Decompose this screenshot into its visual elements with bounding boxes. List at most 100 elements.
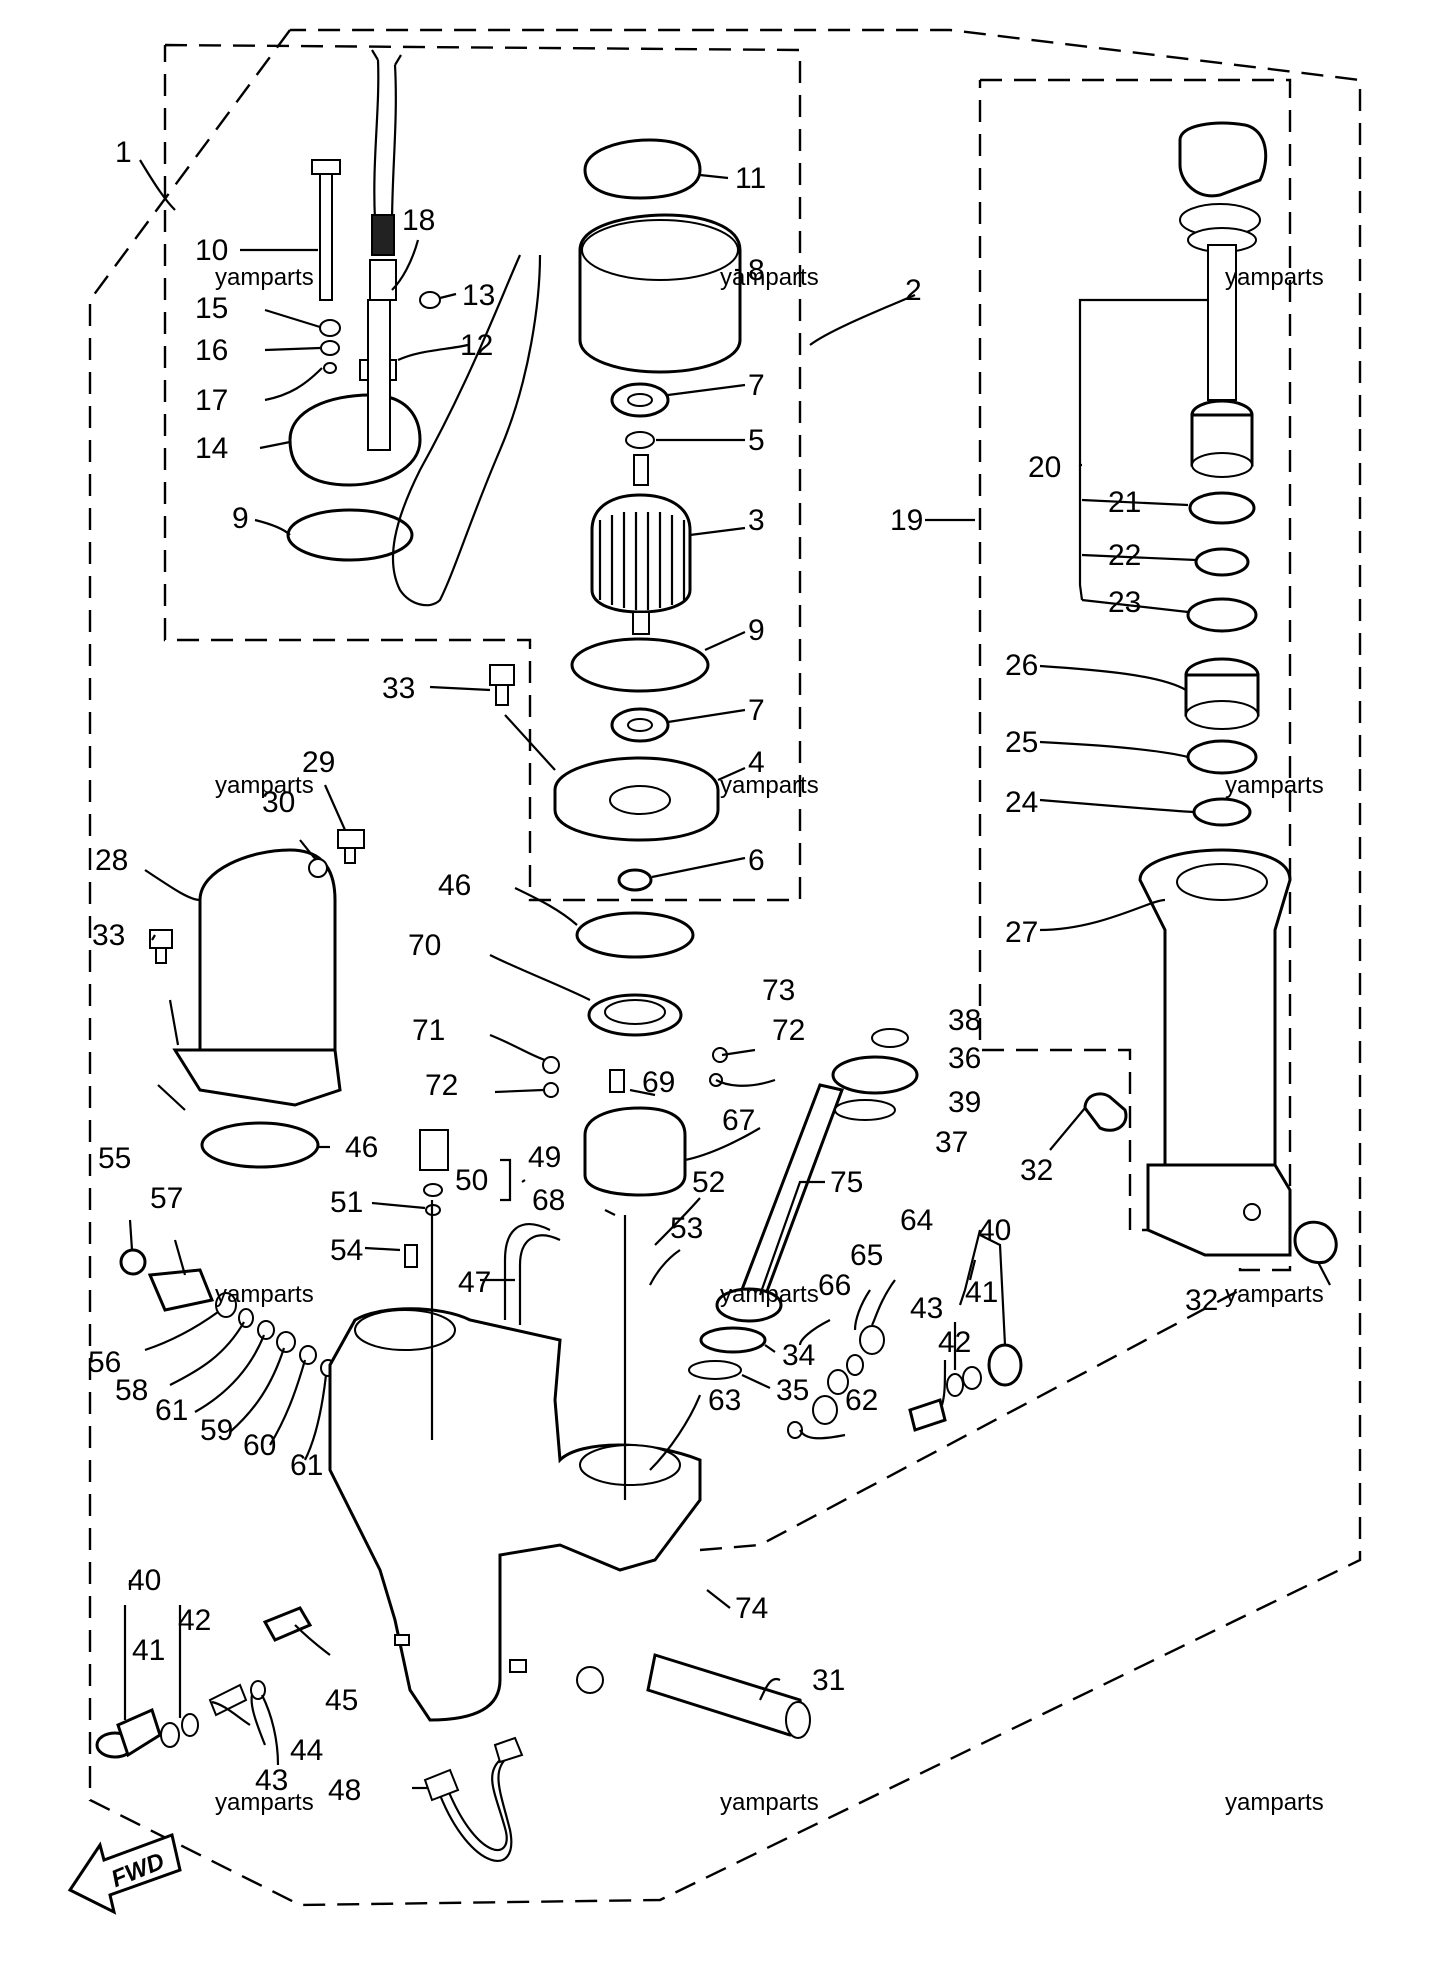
callout-39: 39	[948, 1086, 981, 1119]
callout-35: 35	[776, 1374, 809, 1407]
callout-47: 47	[458, 1266, 491, 1299]
watermark-bottom-center: yamparts	[720, 1789, 819, 1816]
callout-22: 22	[1108, 539, 1141, 572]
callout-71: 71	[412, 1014, 445, 1047]
callout-32-upper: 32	[1020, 1154, 1053, 1187]
callout-58: 58	[115, 1374, 148, 1407]
assembly-boundaries	[88, 28, 1362, 1907]
callout-25: 25	[1005, 726, 1038, 759]
callout-18: 18	[402, 204, 435, 237]
manifold-housing	[328, 1200, 811, 1739]
callout-32-lower: 32	[1185, 1284, 1218, 1317]
callout-34: 34	[782, 1339, 815, 1372]
reservoir-and-pump	[119, 829, 1023, 1439]
watermark-top-center: yamparts	[720, 264, 819, 291]
watermarks: yamparts yamparts yamparts yamparts yamp…	[215, 264, 1324, 1816]
callout-24: 24	[1005, 786, 1038, 819]
motor-assembly	[286, 49, 742, 892]
watermark-bottom-right: yamparts	[1225, 1789, 1324, 1816]
callout-48: 48	[328, 1774, 361, 1807]
callout-12: 12	[460, 329, 493, 362]
callout-41-left: 41	[132, 1634, 165, 1667]
callout-62: 62	[845, 1384, 878, 1417]
callout-43-right: 43	[910, 1292, 943, 1325]
callout-33-upper: 33	[382, 672, 415, 705]
callout-9-right: 9	[748, 614, 765, 647]
callout-17: 17	[195, 384, 228, 417]
callout-43-left: 43	[255, 1764, 288, 1797]
callout-49: 49	[528, 1141, 561, 1174]
tilt-cylinder-assembly	[1083, 121, 1338, 1265]
callout-1: 1	[115, 136, 132, 169]
callout-13: 13	[462, 279, 495, 312]
callout-7-lower: 7	[748, 694, 765, 727]
callout-75: 75	[830, 1166, 863, 1199]
callout-30: 30	[262, 786, 295, 819]
callout-labels: 1 2 3 4 5 6 7 7 8 9 9 10 11 12 13 14 15 …	[88, 136, 1218, 1807]
callout-9-left: 9	[232, 502, 249, 535]
callout-20: 20	[1028, 451, 1061, 484]
callout-44: 44	[290, 1734, 323, 1767]
callout-57: 57	[150, 1182, 183, 1215]
callout-36: 36	[948, 1042, 981, 1075]
callout-54: 54	[330, 1234, 363, 1267]
callout-31: 31	[812, 1664, 845, 1697]
callout-46-upper: 46	[438, 869, 471, 902]
callout-7-upper: 7	[748, 369, 765, 402]
watermark-mid-left: yamparts	[215, 772, 314, 799]
callout-69: 69	[642, 1066, 675, 1099]
lower-valve-group	[95, 1606, 524, 1862]
callout-3: 3	[748, 504, 765, 537]
callout-67: 67	[722, 1104, 755, 1137]
callout-50: 50	[455, 1164, 488, 1197]
callout-40-right: 40	[978, 1214, 1011, 1247]
callout-53: 53	[670, 1212, 703, 1245]
callout-46-lower: 46	[345, 1131, 378, 1164]
watermark-mid-right: yamparts	[1225, 772, 1324, 799]
callout-52: 52	[692, 1166, 725, 1199]
callout-11: 11	[735, 162, 766, 195]
watermark-low-center: yamparts	[720, 1281, 819, 1308]
callout-15: 15	[195, 292, 228, 325]
callout-4: 4	[748, 746, 765, 779]
fwd-arrow-group: FWD	[67, 1833, 182, 1915]
watermark-top-left: yamparts	[215, 264, 314, 291]
callout-61-lower: 61	[290, 1449, 323, 1482]
callout-66: 66	[818, 1269, 851, 1302]
callout-42-left: 42	[178, 1604, 211, 1637]
watermark-low-right: yamparts	[1225, 1281, 1324, 1308]
callout-41-right: 41	[965, 1276, 998, 1309]
watermark-top-right: yamparts	[1225, 264, 1324, 291]
callout-56: 56	[88, 1346, 121, 1379]
callout-5: 5	[748, 424, 765, 457]
callout-21: 21	[1108, 486, 1141, 519]
callout-38: 38	[948, 1004, 981, 1037]
callout-63: 63	[708, 1384, 741, 1417]
fwd-arrow-icon	[67, 1833, 182, 1915]
callout-2: 2	[905, 274, 922, 307]
callout-42-right: 42	[938, 1326, 971, 1359]
watermark-low-left: yamparts	[215, 1281, 314, 1308]
callout-6: 6	[748, 844, 765, 877]
callout-14: 14	[195, 432, 228, 465]
callout-68: 68	[532, 1184, 565, 1217]
callout-29: 29	[302, 746, 335, 779]
callout-23: 23	[1108, 586, 1141, 619]
callout-61-upper: 61	[155, 1394, 188, 1427]
callout-19: 19	[890, 504, 923, 537]
callout-59: 59	[200, 1414, 233, 1447]
callout-74: 74	[735, 1592, 768, 1625]
callout-40-left: 40	[128, 1564, 161, 1597]
callout-72-left: 72	[425, 1069, 458, 1102]
callout-73: 73	[762, 974, 795, 1007]
callout-10: 10	[195, 234, 228, 267]
callout-72-right: 72	[772, 1014, 805, 1047]
callout-8: 8	[748, 254, 765, 287]
callout-70: 70	[408, 929, 441, 962]
callout-51: 51	[330, 1186, 363, 1219]
callout-55: 55	[98, 1142, 131, 1175]
watermark-mid-center: yamparts	[720, 772, 819, 799]
callout-60: 60	[243, 1429, 276, 1462]
callout-27: 27	[1005, 916, 1038, 949]
